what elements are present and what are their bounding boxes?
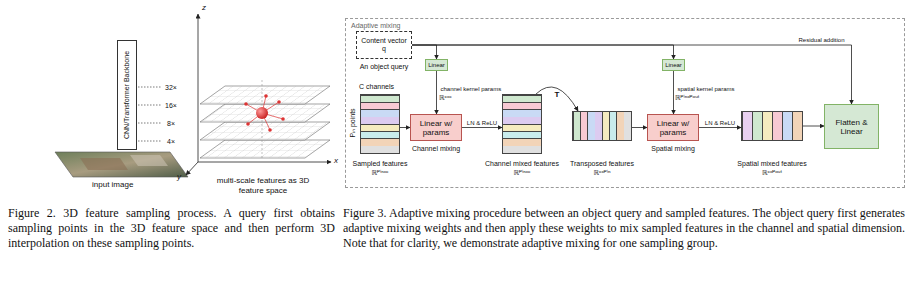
edge-label: LN & ReLU: [704, 120, 736, 127]
linear-box: Linear: [425, 59, 448, 71]
feature-layers: [200, 86, 330, 158]
output-label: Flatten & Linear: [827, 118, 876, 136]
feature-matrix: Spatial mixed featuresℝᶜˣᴾᵒᵘᵗ: [741, 111, 803, 141]
image-detail: [80, 158, 128, 170]
axis-label: y: [177, 172, 181, 182]
scale-label: 4×: [167, 137, 175, 146]
matrix-label: ℝᶜˣᴾᵒᵘᵗ: [737, 168, 806, 177]
matrix-label: Transposed features: [570, 159, 634, 168]
feature-matrix: Sampled featuresℝᴾⁱⁿˣᶜ: [360, 94, 400, 154]
mixing-label: Spatial mixing: [651, 144, 695, 153]
linear-box: Linear: [662, 59, 685, 71]
scale-label: 32×: [165, 83, 177, 92]
backbone-label: CNN/Transformer Backbone: [123, 51, 131, 139]
sampling-offsets: [246, 96, 283, 130]
connector: [412, 45, 852, 104]
matrix-label: Sampled features: [353, 159, 408, 168]
sampling-points: [244, 94, 285, 132]
dimension-label: Pᵢₙ points: [348, 108, 357, 137]
connector: [412, 45, 674, 59]
image-detail: [130, 155, 168, 166]
figure-note: multi-scale features as 3D feature space: [208, 176, 318, 196]
figure-caption: Figure 2. 3D feature sampling process. A…: [8, 206, 335, 251]
feature-matrix: Channel mixed featuresℝᴾⁱⁿˣᶜ: [502, 94, 542, 154]
matrix-label: ℝᴾⁱⁿˣᶜ: [353, 168, 408, 177]
outside-caption: Channel mixed featuresℝᴾⁱⁿˣᶜ: [485, 159, 559, 177]
output-box: Flatten & Linear: [824, 104, 879, 149]
outside-caption: Transposed featuresℝᶜˣᴾⁱⁿ: [570, 159, 634, 177]
connector: [699, 127, 741, 128]
outside-caption: An object query: [360, 62, 409, 71]
connector: [673, 71, 674, 114]
connector: [632, 127, 647, 128]
query-label: Content vector q: [359, 37, 409, 53]
axes: [186, 14, 331, 175]
edge-label: LN & ReLU: [466, 120, 498, 127]
input-image: [55, 152, 188, 177]
matrix-label: ℝᴾⁱⁿˣᶜ: [485, 168, 559, 177]
dimension-label: C channels: [359, 82, 394, 91]
mixing-box: Linear w/ paramsChannel mixing: [410, 114, 462, 141]
scale-label: 16×: [165, 101, 177, 110]
dimension-label: ℝᴾⁱⁿˣᴾᵒᵘᵗ: [675, 93, 699, 102]
connector: [436, 71, 437, 114]
dimension-label: ℝᶜˣᶜ: [439, 93, 452, 102]
matrix-label: Spatial mixed features: [737, 159, 806, 168]
figure-caption: Figure 3. Adaptive mixing procedure betw…: [343, 206, 905, 251]
linear-label: Linear: [665, 62, 682, 69]
outside-caption: Sampled featuresℝᴾⁱⁿˣᶜ: [353, 159, 408, 177]
edge-label: T: [554, 90, 561, 99]
feature-matrix: Transposed featuresℝᶜˣᴾⁱⁿ: [572, 111, 632, 141]
axis-label: x: [334, 156, 338, 166]
query-box: Content vector qAn object query: [356, 31, 412, 59]
figure-note: input image: [92, 180, 133, 190]
connector: [462, 127, 502, 128]
edge-label: spatial kernel params: [677, 86, 736, 93]
mixing-label: Linear w/ params: [413, 119, 459, 137]
connector: [536, 87, 578, 111]
matrix-label: ℝᶜˣᴾⁱⁿ: [570, 168, 634, 177]
edge-label: Residual addition: [797, 37, 845, 44]
mixing-label: Channel mixing: [412, 144, 460, 153]
mixing-label: Linear w/ params: [650, 119, 696, 137]
query-point: [256, 107, 268, 119]
linear-label: Linear: [428, 62, 445, 69]
axis-label: z: [202, 3, 206, 13]
outside-caption: Spatial mixed featuresℝᶜˣᴾᵒᵘᵗ: [737, 159, 806, 177]
outside-caption: Channel mixing: [412, 144, 460, 153]
outside-caption: Spatial mixing: [651, 144, 695, 153]
query-label: An object query: [360, 62, 409, 71]
mixing-box: Linear w/ paramsSpatial mixing: [647, 114, 699, 141]
connector: [412, 45, 437, 59]
scale-label: 8×: [167, 119, 175, 128]
connector: [803, 126, 824, 127]
matrix-label: Channel mixed features: [485, 159, 559, 168]
scale-leaders: [138, 87, 162, 141]
edge-label: channel kernel params: [440, 86, 503, 93]
connector: [400, 127, 410, 128]
panel-title: Adaptive mixing: [351, 22, 400, 30]
backbone-box: CNN/Transformer Backbone: [117, 40, 137, 150]
